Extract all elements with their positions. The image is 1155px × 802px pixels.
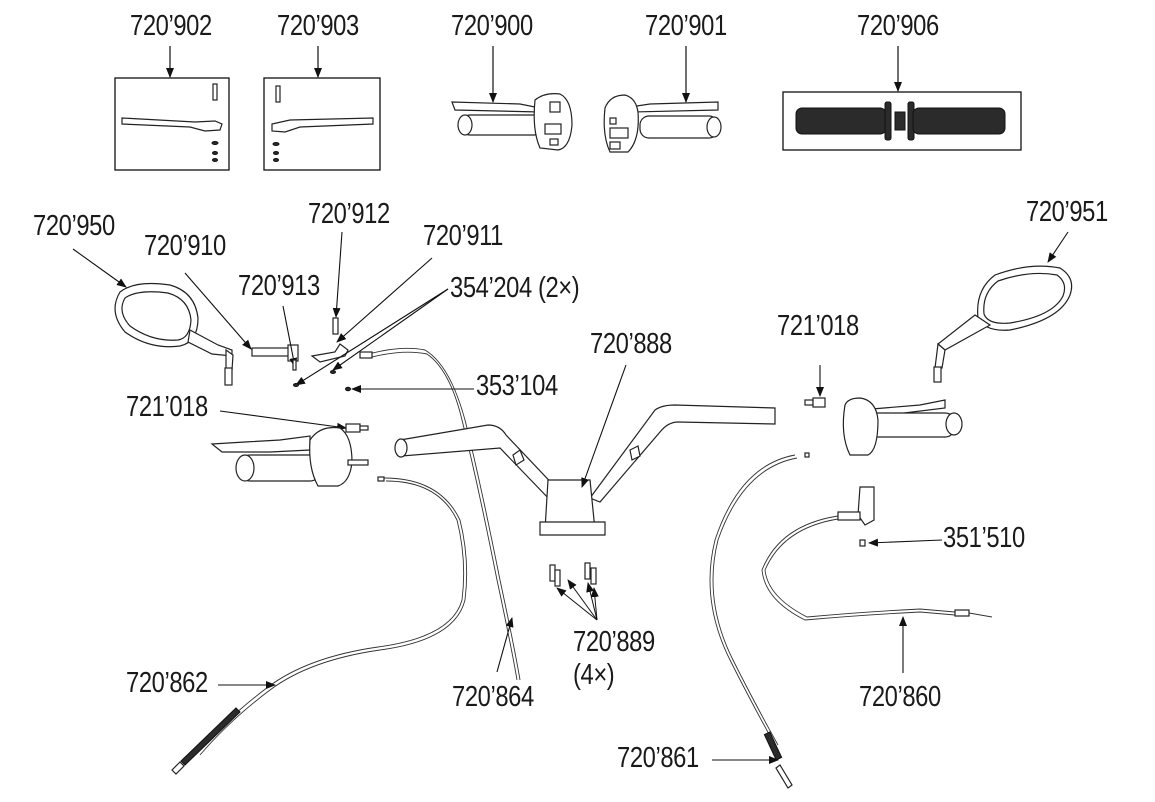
box-720906 <box>782 46 1022 151</box>
label-720913: 720’913 <box>238 270 320 302</box>
cable-720861 <box>709 452 810 789</box>
label-353104: 353’104 <box>476 370 558 402</box>
label-720911: 720’911 <box>423 220 504 252</box>
label-720906: 720’906 <box>857 10 939 42</box>
label-720900: 720’900 <box>451 10 533 42</box>
right-switch-assembly <box>804 365 963 456</box>
label-720860: 720’860 <box>859 681 941 713</box>
label-351510: 351’510 <box>943 522 1025 554</box>
lever-bracket-group <box>184 231 474 393</box>
box-720902 <box>114 46 230 171</box>
label-720951: 720’951 <box>1026 196 1108 228</box>
switch-assembly-720901 <box>603 46 722 153</box>
label-720910: 720’910 <box>144 230 226 262</box>
mirror-left <box>72 248 234 386</box>
label-720902: 720’902 <box>130 10 212 42</box>
label-720903: 720’903 <box>277 10 359 42</box>
bolts-720889 <box>549 562 599 621</box>
left-switch-assembly <box>210 410 369 487</box>
label-721018-right: 721’018 <box>777 310 859 342</box>
label-720912: 720’912 <box>308 198 390 230</box>
label-720864: 720’864 <box>452 681 534 713</box>
label-354204: 354’204 (2×) <box>450 272 580 304</box>
brake-lever-right <box>271 117 374 133</box>
cable-720862 <box>171 476 468 775</box>
label-720888: 720’888 <box>590 328 672 360</box>
label-720862: 720’862 <box>126 667 208 699</box>
mirror-right <box>933 231 1073 383</box>
handlebar <box>394 364 776 536</box>
label-720950: 720’950 <box>33 210 115 242</box>
label-720861: 720’861 <box>617 742 699 774</box>
label-720901: 720’901 <box>645 10 727 42</box>
cable-720860 <box>761 486 993 673</box>
switch-assembly-720900 <box>451 46 573 151</box>
label-721018-left: 721’018 <box>126 391 208 423</box>
box-720903 <box>263 46 381 171</box>
brake-lever-left <box>121 117 223 132</box>
label-720889: 720’889 (4×) <box>573 626 655 692</box>
